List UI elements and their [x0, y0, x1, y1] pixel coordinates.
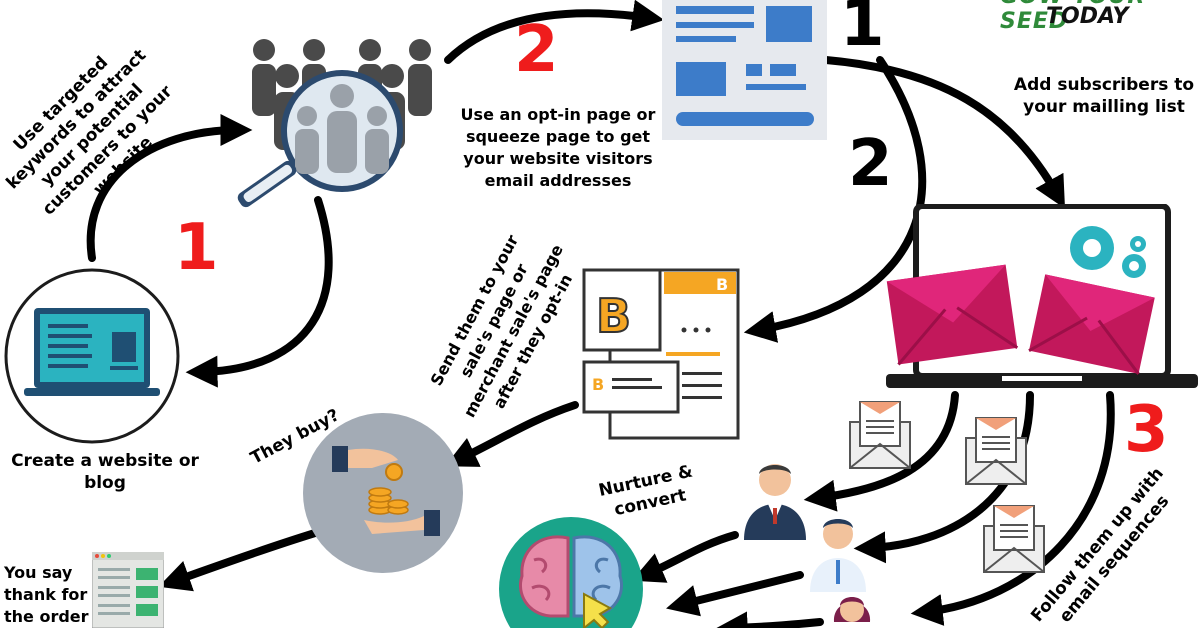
businessman-icon — [810, 519, 866, 592]
arrow-laptop-to-person1 — [803, 391, 959, 512]
arrow-person3-to-brain — [715, 611, 824, 628]
website-laptop-icon — [4, 268, 180, 444]
envelope-left — [886, 264, 1019, 366]
envelope-letter-icon — [965, 417, 1027, 485]
label-website: Create a website or blog — [11, 451, 199, 493]
step-number-2-red: 2 — [514, 13, 559, 87]
envelope-letter-icon — [849, 401, 911, 469]
landing-page-icon — [662, 0, 827, 140]
laptop-email-icon — [886, 204, 1198, 388]
label-optin: Use an opt-in page or squeeze page to ge… — [460, 105, 656, 190]
step-number-2-black: 2 — [848, 127, 893, 201]
arrow-person2-to-brain — [666, 571, 804, 617]
arrow-buy-to-thanks — [158, 529, 319, 592]
brain-icon — [499, 517, 643, 628]
arrow-people-to-website — [185, 196, 333, 388]
sales-page-icon: B B B — [582, 268, 740, 440]
svg-text:B: B — [596, 289, 631, 343]
step-number-3-red: 3 — [1124, 393, 1169, 467]
arrow-sales-to-buy — [444, 401, 579, 467]
arrow-laptop-to-person3 — [910, 391, 1115, 626]
arrow-people-to-optin — [444, 0, 665, 64]
arrow-optin-to-laptop — [822, 56, 1066, 209]
step-number-1-black: 1 — [840, 0, 885, 61]
svg-text:B: B — [592, 375, 604, 394]
thank-you-browser-icon — [92, 552, 164, 628]
envelope-right — [1028, 274, 1155, 375]
people-search-icon — [237, 39, 432, 208]
businessman-icon — [744, 464, 806, 540]
label-thanks: You say thank for the order — [4, 563, 89, 626]
svg-text:B: B — [716, 275, 728, 294]
funnel-diagram: GOW YOUR SEED TODAY — [3, 0, 1198, 628]
header-line2: TODAY — [1046, 4, 1129, 29]
arrow-website-to-people — [86, 114, 253, 262]
arrow-laptop-to-person2 — [853, 391, 1034, 564]
envelope-letter-icon — [983, 505, 1045, 573]
payment-hands-icon — [303, 413, 463, 573]
step-number-1-red: 1 — [174, 211, 219, 285]
arrow-person1-to-brain — [631, 531, 739, 583]
label-subscribers: Add subscribers to your mailling list — [1013, 75, 1195, 117]
businesswoman-icon — [833, 597, 871, 622]
header-line1: GOW YOUR SEED — [1000, 0, 1144, 34]
flow-arrows — [86, 0, 1115, 628]
